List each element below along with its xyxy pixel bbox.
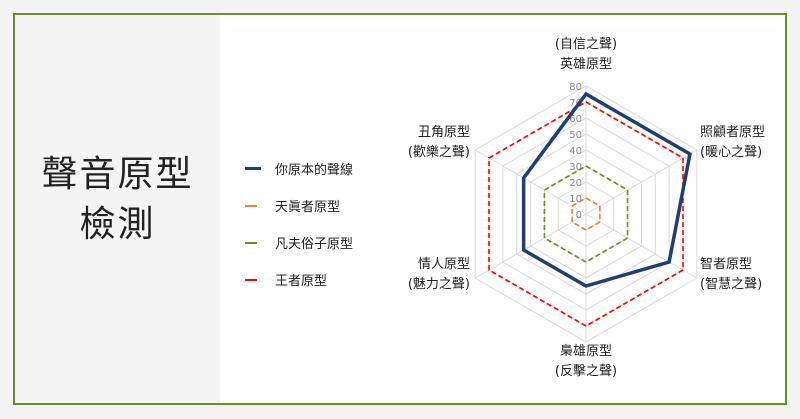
tick-label: 70 [569, 98, 582, 109]
axis-label-sub: (智慧之聲) [700, 276, 762, 292]
axis-label-name: 丑角原型 [418, 125, 470, 140]
tick-label: 0 [576, 210, 582, 221]
title-line-1: 聲音原型 [41, 154, 194, 195]
chart-legend: 你原本的聲線天眞者原型凡夫俗子原型王者原型 [245, 150, 353, 298]
slide-title: 聲音原型 檢測 [15, 150, 220, 250]
axis-label-sub: (歡樂之聲) [408, 144, 470, 160]
grid-spoke [585, 149, 698, 215]
grid-spoke [585, 213, 698, 279]
tick-label: 40 [569, 146, 582, 157]
axis-label-sub: (反擊之聲) [555, 363, 617, 379]
axis-label-name: 梟雄原型 [560, 344, 612, 359]
tick-label: 10 [569, 194, 582, 205]
axis-label-sub: (魅力之聲) [408, 276, 470, 292]
legend-item: 天眞者原型 [245, 187, 353, 224]
tick-label: 20 [569, 178, 582, 189]
legend-swatch [245, 278, 257, 281]
series-0-line [521, 91, 692, 288]
grid-spoke [474, 149, 587, 215]
axis-label-sub: (自信之聲) [555, 36, 617, 52]
axis-label-sub: (暖心之聲) [700, 144, 762, 160]
series-2-line [543, 165, 629, 263]
tick-label: 30 [569, 162, 582, 173]
tick-label: 50 [569, 130, 582, 141]
legend-swatch [245, 167, 261, 170]
frame-border-bottom [13, 403, 787, 405]
axis-label-name: 英雄原型 [560, 57, 612, 72]
tick-label: 60 [569, 114, 582, 125]
legend-label: 天眞者原型 [275, 200, 341, 215]
legend-item: 你原本的聲線 [245, 150, 353, 187]
axis-label-name: 情人原型 [418, 257, 470, 272]
frame-border-right [785, 13, 787, 405]
legend-item: 凡夫俗子原型 [245, 224, 353, 261]
legend-label: 凡夫俗子原型 [275, 237, 354, 252]
tick-label: 80 [569, 82, 582, 93]
title-panel [15, 15, 220, 403]
axis-label-name: 照顧者原型 [700, 125, 765, 140]
series-3-line [488, 101, 684, 327]
title-line-2: 檢測 [79, 204, 156, 245]
legend-item: 王者原型 [245, 261, 353, 298]
axis-label-name: 智者原型 [700, 257, 752, 272]
grid-spoke [474, 213, 587, 279]
legend-swatch [245, 204, 257, 207]
legend-label: 你原本的聲線 [275, 163, 354, 178]
legend-swatch [245, 241, 257, 244]
legend-label: 王者原型 [275, 274, 328, 289]
